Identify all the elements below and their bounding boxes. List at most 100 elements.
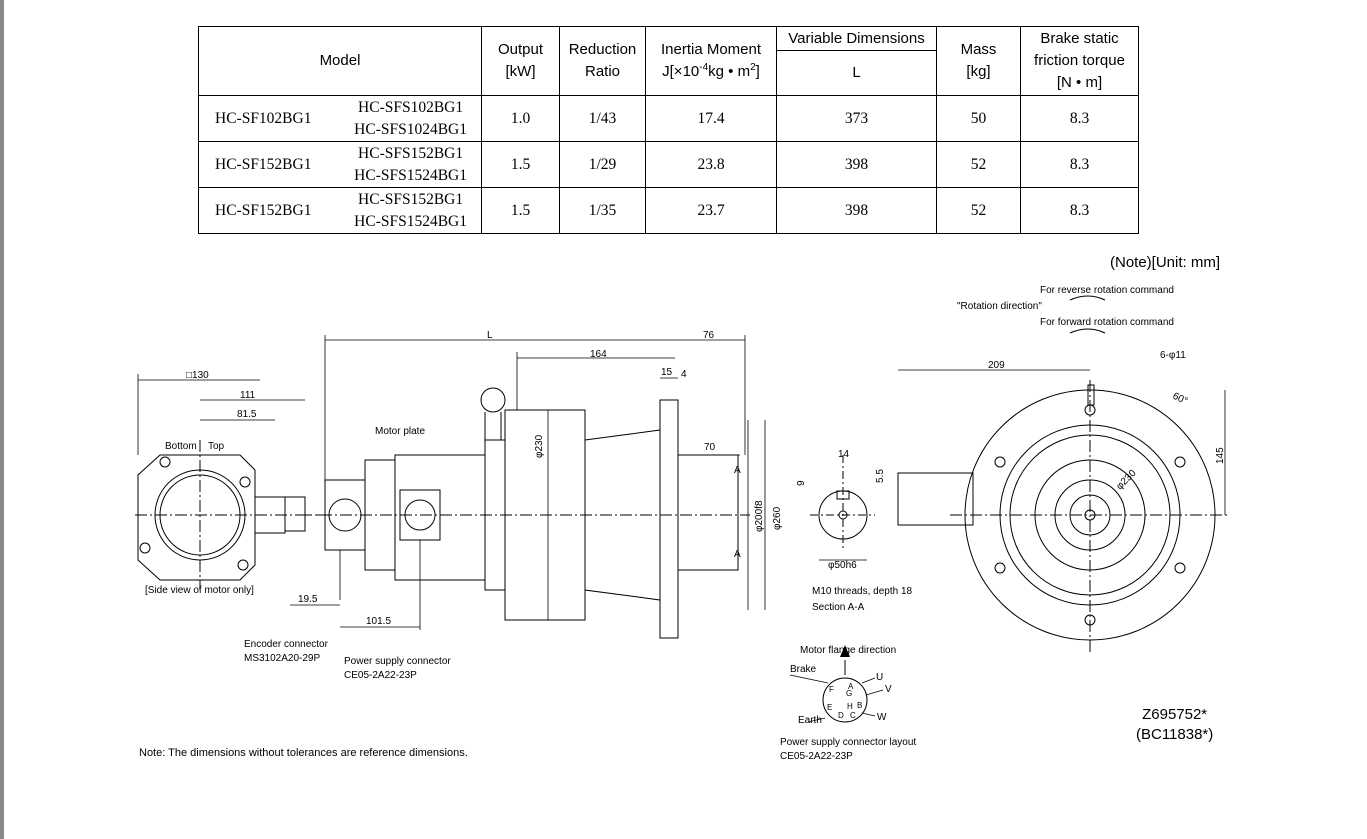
- pin-g: G: [846, 689, 852, 698]
- dim-9: 9: [796, 480, 807, 486]
- header-inertia-close: ]: [755, 63, 760, 80]
- header-reduction-l2: Ratio: [584, 63, 621, 80]
- model-variant: HC-SFS1024BG1: [354, 120, 467, 138]
- model-name: HC-SF152BG1: [215, 155, 312, 173]
- label-section: Section A-A: [812, 602, 865, 613]
- header-brake-l1: Brake static: [1040, 30, 1119, 47]
- dim-phi260: φ260: [772, 506, 783, 530]
- model-variant: HC-SFS152BG1: [358, 144, 464, 162]
- label-encoder-pn: MS3102A20-29P: [244, 653, 320, 664]
- section-a-a: [810, 455, 875, 561]
- label-earth: Earth: [798, 715, 822, 726]
- pin-e: E: [827, 703, 832, 712]
- header-inertia: Inertia Moment J[×10-4kg • m2]: [645, 26, 777, 96]
- section-mark-a: A: [734, 549, 741, 560]
- pin-h: H: [847, 702, 853, 711]
- unit-note: (Note)[Unit: mm]: [1110, 254, 1221, 271]
- header-reduction: Reduction Ratio: [559, 26, 646, 96]
- output-cell: 1.5: [481, 141, 560, 188]
- header-output-l2: [kW]: [505, 63, 536, 80]
- label-bottom: Bottom: [165, 441, 197, 452]
- dim-60deg: 60°: [1171, 391, 1189, 407]
- footnote: Note: The dimensions without tolerances …: [139, 747, 468, 759]
- brake-cell: 8.3: [1020, 187, 1139, 234]
- pin-w: W: [877, 712, 887, 723]
- output-cell: 1.0: [481, 95, 560, 142]
- label-motor-plate: Motor plate: [375, 426, 425, 437]
- label-encoder: Encoder connector: [244, 639, 329, 650]
- dim-phi200: φ200f8: [754, 500, 765, 532]
- header-brake-l3: [N • m]: [1056, 74, 1103, 91]
- header-model: Model: [198, 26, 482, 96]
- drawing-number: Z695752*: [1142, 706, 1208, 723]
- dim-130: □130: [186, 370, 209, 381]
- section-mark-a: A: [734, 465, 741, 476]
- header-reduction-l1: Reduction: [568, 41, 637, 58]
- flange-arrow-icon: [840, 645, 850, 657]
- brake-cell: 8.3: [1020, 95, 1139, 142]
- flange-front-view: [897, 295, 1230, 655]
- label-top: Top: [208, 441, 225, 452]
- header-brake-l2: friction torque: [1034, 52, 1125, 69]
- header-inertia-exp: -4: [699, 62, 709, 73]
- pin-v: V: [885, 684, 892, 695]
- mass-cell: 52: [936, 187, 1021, 234]
- label-rotation-dir: "Rotation direction": [957, 301, 1042, 312]
- dim-4: 4: [681, 369, 687, 380]
- pin-d: D: [838, 711, 844, 720]
- header-mass-l1: Mass: [960, 41, 997, 58]
- model-name: HC-SF152BG1: [215, 201, 312, 219]
- dim-5-5: 5.5: [875, 469, 886, 483]
- connector-layout: [789, 660, 884, 723]
- model-name: HC-SF102BG1: [215, 109, 312, 127]
- label-m10: M10 threads, depth 18: [812, 586, 913, 597]
- output-cell: 1.5: [481, 187, 560, 234]
- label-side-view: [Side view of motor only]: [145, 585, 254, 596]
- spec-table: Model Output [kW] Reduction Ratio Inerti…: [198, 26, 1139, 234]
- header-inertia-sq: 2: [750, 62, 756, 73]
- dim-15: 15: [661, 367, 673, 378]
- header-mass-l2: [kg]: [966, 63, 991, 80]
- dim-111: 111: [240, 390, 256, 401]
- header-brake: Brake static friction torque [N • m]: [1020, 26, 1139, 96]
- model-variant: HC-SFS152BG1: [358, 190, 464, 208]
- dim-164: 164: [590, 349, 607, 360]
- dim-209: 209: [988, 360, 1005, 371]
- label-power: Power supply connector: [344, 656, 451, 667]
- label-forward-cmd: For forward rotation command: [1040, 317, 1174, 328]
- header-variable: Variable Dimensions: [776, 26, 937, 51]
- label-layout-pn: CE05-2A22-23P: [780, 751, 853, 762]
- model-variant: HC-SFS102BG1: [358, 98, 464, 116]
- drawing-subnumber: (BC11838*): [1136, 726, 1214, 743]
- dim-101-5: 101.5: [366, 616, 391, 627]
- dimension-lines: [137, 335, 766, 630]
- dim-phi230-pcd: φ230: [1114, 468, 1138, 492]
- header-inertia-unit-a: J[×10: [662, 63, 700, 80]
- mass-cell: 50: [936, 95, 1021, 142]
- dim-19-5: 19.5: [298, 594, 318, 605]
- model-variant: HC-SFS1524BG1: [354, 166, 467, 184]
- inertia-cell: 23.7: [645, 187, 777, 234]
- ratio-cell: 1/43: [559, 95, 646, 142]
- label-reverse-cmd: For reverse rotation command: [1040, 285, 1174, 296]
- inertia-cell: 23.8: [645, 141, 777, 188]
- pin-b: B: [857, 701, 862, 710]
- dim-holes: 6-φ11: [1160, 350, 1186, 361]
- label-brake: Brake: [790, 664, 817, 675]
- motor-gear-side-view: [300, 387, 750, 639]
- pin-f: F: [829, 685, 834, 694]
- label-flange-dir: Motor flange direction: [800, 645, 896, 656]
- dim-70: 70: [704, 442, 716, 453]
- L-cell: 398: [776, 187, 937, 234]
- dim-81-5: 81.5: [237, 409, 257, 420]
- dim-L: L: [487, 330, 493, 341]
- pin-a: A: [848, 682, 854, 691]
- dim-145: 145: [1215, 447, 1226, 464]
- dim-76: 76: [703, 330, 715, 341]
